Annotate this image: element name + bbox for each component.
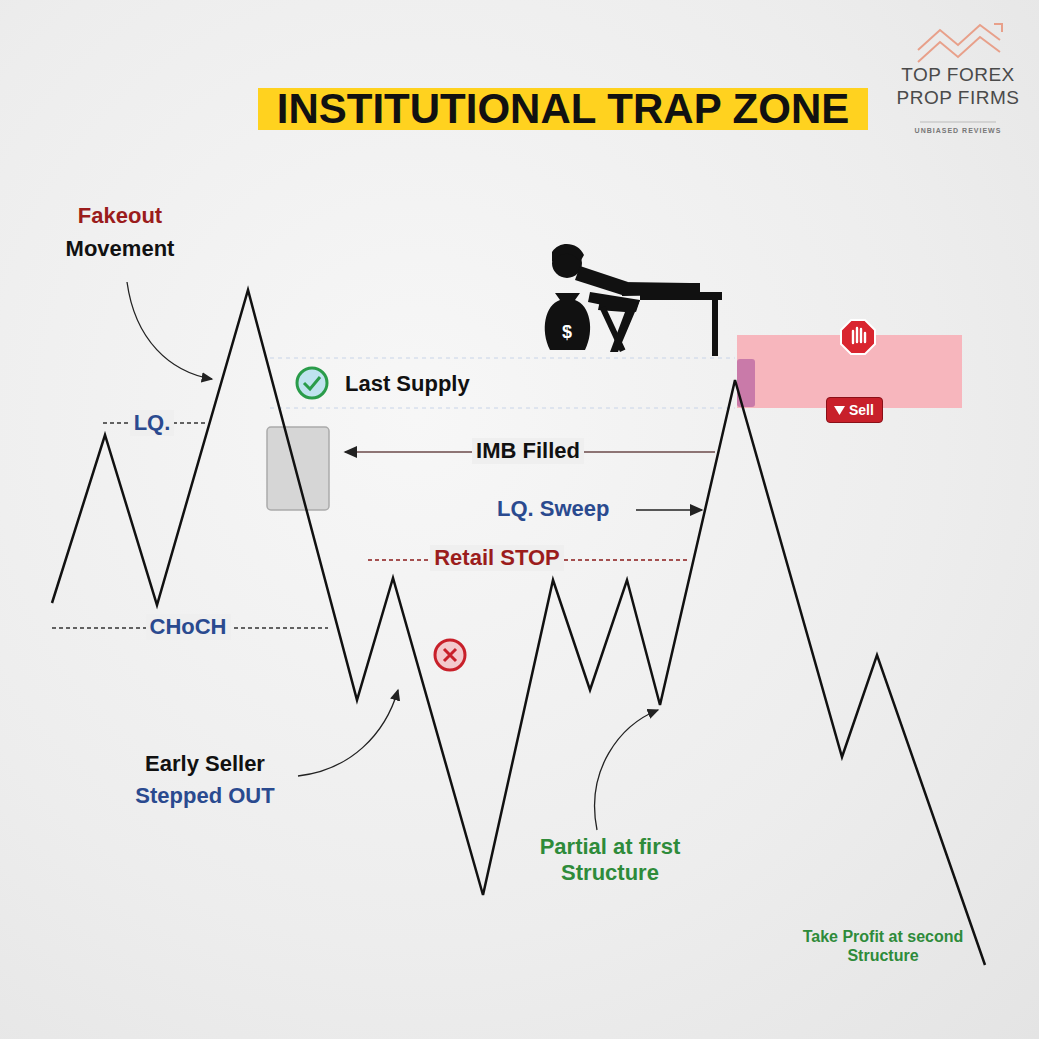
logo-text: TOP FOREX PROP FIRMS bbox=[883, 64, 1033, 110]
level-label: LQ. bbox=[130, 410, 175, 436]
imbalance-box bbox=[267, 427, 329, 510]
dollar-symbol: $ bbox=[562, 322, 572, 342]
button-text: Sell bbox=[849, 401, 874, 419]
callout-label: Early Seller bbox=[145, 751, 265, 777]
zone-label: Last Supply bbox=[345, 371, 470, 397]
callout-label: Stepped OUT bbox=[135, 783, 274, 809]
cross-icon bbox=[435, 640, 465, 670]
callout-label: LQ. Sweep bbox=[497, 496, 609, 522]
callout-label: Partial at first Structure bbox=[510, 834, 710, 887]
label-text: Movement bbox=[66, 236, 175, 262]
trader-illustration bbox=[545, 244, 722, 356]
check-icon bbox=[297, 368, 327, 398]
sell-button: Sell bbox=[826, 397, 883, 423]
level-label: CHoCH bbox=[146, 614, 231, 640]
label-text: Fakeout bbox=[78, 203, 162, 229]
callout-label: Take Profit at second Structure bbox=[794, 927, 972, 965]
title: INSTITUTIONAL TRAP ZONE bbox=[277, 86, 849, 132]
level-label: IMB Filled bbox=[472, 438, 584, 464]
logo-subtext: UNBIASED REVIEWS bbox=[915, 127, 1002, 135]
sell-triangle bbox=[834, 406, 846, 416]
level-label: Retail STOP bbox=[430, 545, 564, 571]
price-path bbox=[52, 290, 985, 965]
stop-icon bbox=[841, 320, 875, 354]
logo-icon bbox=[918, 24, 1002, 62]
